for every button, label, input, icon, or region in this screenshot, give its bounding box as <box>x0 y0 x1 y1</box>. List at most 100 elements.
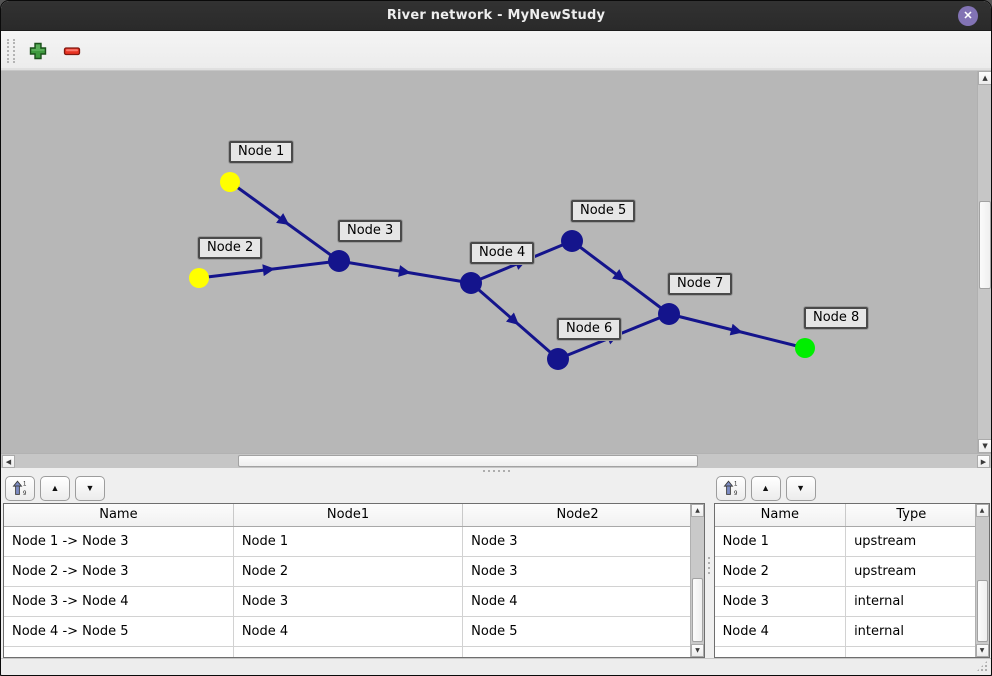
move-up-button[interactable]: ▲ <box>40 475 70 501</box>
node-label: Node 2 <box>198 237 263 259</box>
table-cell: internal <box>845 586 977 617</box>
river-node[interactable] <box>658 303 680 325</box>
table-cell: Node 2 -> Node 3 <box>4 556 234 587</box>
river-node[interactable] <box>220 172 240 192</box>
table-cell: Node 1 -> Node 3 <box>4 526 234 557</box>
svg-text:1: 1 <box>23 482 27 488</box>
main-toolbar <box>1 31 991 71</box>
river-node[interactable] <box>561 230 583 252</box>
links-toolbar: 1 9 ▲ ▼ <box>1 473 706 503</box>
scroll-up-icon[interactable]: ▲ <box>978 71 991 85</box>
river-link[interactable] <box>198 259 340 280</box>
links-table-scrollbar[interactable]: ▲ ▼ <box>690 504 704 657</box>
status-bar <box>1 658 991 675</box>
table-cell: Node 5 <box>462 616 692 647</box>
scroll-down-icon[interactable]: ▼ <box>978 439 991 453</box>
table-cell: Node 4 -> Node 5 <box>4 616 234 647</box>
column-header[interactable]: Node1 <box>233 504 464 527</box>
close-button[interactable]: ✕ <box>958 6 978 26</box>
scroll-down-icon[interactable]: ▼ <box>691 644 704 657</box>
table-cell: Node 2 <box>233 556 464 587</box>
river-link[interactable] <box>229 180 340 263</box>
sort-ascending-icon: 1 9 <box>12 480 27 496</box>
scroll-down-icon[interactable]: ▼ <box>975 644 989 657</box>
canvas-vertical-scrollbar[interactable]: ▲ ▼ <box>977 71 991 453</box>
add-node-button[interactable] <box>25 38 51 64</box>
river-node[interactable] <box>328 250 350 272</box>
resize-grip-icon[interactable] <box>976 660 988 672</box>
table-cell: Node 3 -> Node 4 <box>4 586 234 617</box>
sort-ascending-icon: 1 9 <box>723 480 738 496</box>
table-cell: Node 3 <box>233 586 464 617</box>
minus-icon <box>63 46 81 55</box>
river-node[interactable] <box>189 268 209 288</box>
scroll-left-icon[interactable]: ◀ <box>2 455 15 468</box>
nodes-table-scrollbar[interactable]: ▲ ▼ <box>974 504 989 657</box>
title-bar[interactable]: River network - MyNewStudy ✕ <box>1 1 991 31</box>
table-cell: Node 3 <box>462 556 692 587</box>
scroll-right-icon[interactable]: ▶ <box>977 455 990 468</box>
river-link[interactable] <box>571 239 670 316</box>
down-arrow-icon: ▼ <box>796 483 806 493</box>
table-row[interactable] <box>714 646 977 657</box>
river-link[interactable] <box>338 259 472 285</box>
nodes-scroll-thumb[interactable] <box>976 580 988 642</box>
node-label: Node 6 <box>557 318 622 340</box>
table-row[interactable] <box>4 646 692 657</box>
svg-text:9: 9 <box>23 491 27 496</box>
table-cell: upstream <box>845 556 977 587</box>
node-label: Node 8 <box>804 307 869 329</box>
network-svg <box>189 172 815 370</box>
canvas-hscroll-thumb[interactable] <box>238 455 698 467</box>
canvas-vscroll-thumb[interactable] <box>979 201 991 289</box>
move-down-button[interactable]: ▼ <box>75 475 105 501</box>
canvas-horizontal-scrollbar[interactable]: ◀ ▶ <box>1 453 991 468</box>
table-cell <box>4 646 234 657</box>
node-label: Node 7 <box>668 273 733 295</box>
river-node[interactable] <box>460 272 482 294</box>
remove-node-button[interactable] <box>59 38 85 64</box>
window-title: River network - MyNewStudy <box>386 8 606 23</box>
table-cell <box>845 646 977 657</box>
river-link[interactable] <box>470 281 559 361</box>
scroll-up-icon[interactable]: ▲ <box>975 504 989 517</box>
table-cell <box>714 646 847 657</box>
node-label: Node 1 <box>229 141 294 163</box>
table-cell: Node 3 <box>462 526 692 557</box>
column-header[interactable]: Name <box>4 504 234 527</box>
toolbar-drag-handle[interactable] <box>7 38 15 63</box>
column-header[interactable]: Type <box>845 504 977 527</box>
river-link[interactable] <box>668 312 806 350</box>
table-cell <box>233 646 464 657</box>
column-header[interactable]: Name <box>714 504 847 527</box>
move-up-button[interactable]: ▲ <box>750 475 781 501</box>
up-arrow-icon: ▲ <box>50 483 60 493</box>
sort-button[interactable]: 1 9 <box>715 475 746 501</box>
sort-button[interactable]: 1 9 <box>5 475 35 501</box>
river-node[interactable] <box>795 338 815 358</box>
column-header[interactable]: Node2 <box>462 504 692 527</box>
horizontal-splitter[interactable] <box>1 468 991 473</box>
table-cell <box>462 646 692 657</box>
river-node[interactable] <box>547 348 569 370</box>
table-cell: Node 1 <box>233 526 464 557</box>
svg-text:9: 9 <box>734 491 738 496</box>
move-down-button[interactable]: ▼ <box>785 475 816 501</box>
vertical-splitter[interactable] <box>705 473 712 658</box>
scroll-up-icon[interactable]: ▲ <box>691 504 704 517</box>
table-cell: Node 4 <box>462 586 692 617</box>
links-scroll-thumb[interactable] <box>692 578 703 642</box>
